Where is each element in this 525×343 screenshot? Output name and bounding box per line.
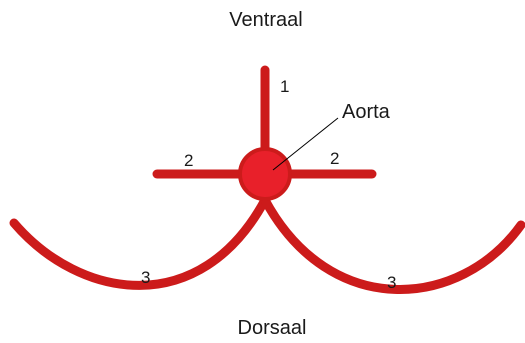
branch-number-dorsal-right: 3: [387, 273, 396, 292]
dorsal-branch-left: [9, 195, 270, 290]
aorta-leader-line: [272, 117, 339, 171]
ventral-label: Ventraal: [229, 9, 302, 31]
aorta-label: Aorta: [342, 101, 391, 123]
aorta-circle: [238, 147, 292, 201]
dorsal-label: Dorsaal: [238, 317, 307, 339]
branch-number-ventral: 1: [280, 77, 289, 96]
branch-number-lateral-left: 2: [184, 151, 193, 170]
dorsal-branch-right: [260, 195, 525, 294]
branch-number-lateral-right: 2: [330, 149, 339, 168]
branch-number-dorsal-left: 3: [141, 268, 150, 287]
